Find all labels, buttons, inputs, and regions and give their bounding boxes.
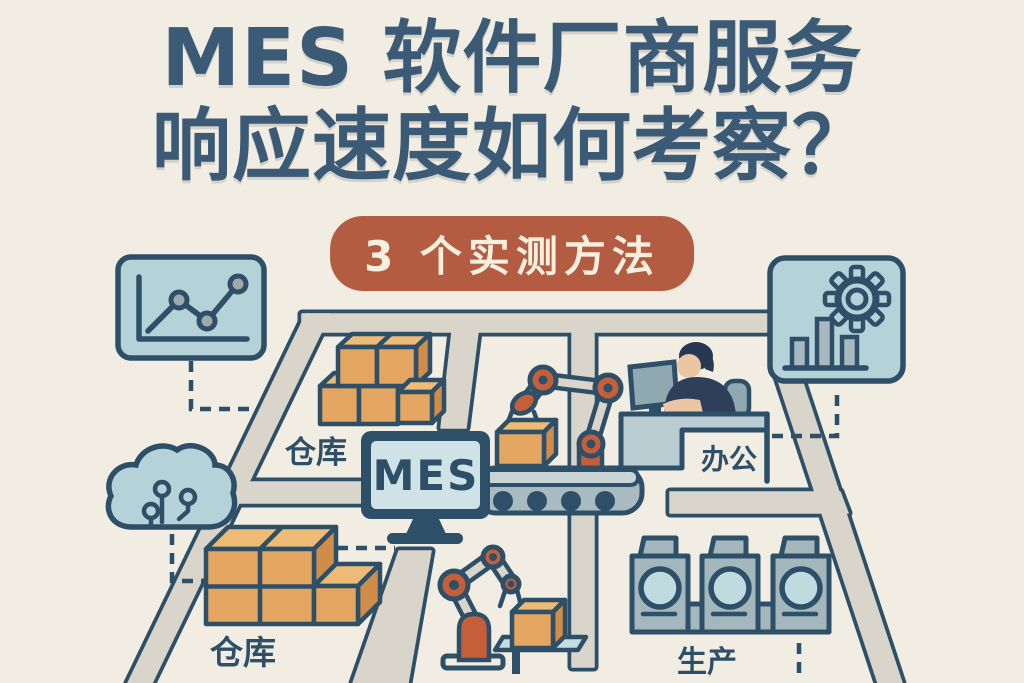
production-machines-icon: [629, 535, 832, 635]
dashed-connectors: [169, 361, 840, 681]
table-with-box-icon: [492, 597, 589, 674]
bar-chart-icon: [782, 316, 869, 371]
mes-monitor-icon: MES: [361, 431, 490, 544]
conveyor-belt-icon: [473, 465, 645, 516]
robot-arm-top-icon: [503, 364, 624, 472]
warehouse-top-boxes-icon: [317, 331, 447, 427]
office-worker-icon: [618, 342, 770, 484]
warehouse-top-label: 仓库: [285, 435, 347, 471]
gear-icon: [822, 264, 892, 334]
box-on-conveyor-icon: [494, 417, 559, 469]
method-count-badge: 3 个实测方法: [330, 216, 694, 291]
office-label: 办公: [701, 443, 757, 476]
title-line-1: MES 软件厂商服务: [161, 12, 863, 104]
mes-monitor-label: MES: [373, 451, 480, 500]
warehouse-bottom-label: 仓库: [210, 633, 276, 672]
cloud-circuit-icon: [105, 442, 238, 530]
chart-card-connector: [188, 361, 256, 412]
cloud-connector: [169, 534, 212, 584]
robot-arm-bottom-icon: [437, 544, 524, 671]
line-chart-card-icon: [115, 254, 267, 361]
production-label: 生产: [677, 645, 737, 680]
title-line-2: 响应速度如何考察？: [152, 100, 872, 193]
warehouse-bottom-boxes-icon: [203, 524, 383, 627]
page-title: MES 软件厂商服务 响应速度如何考察？: [0, 14, 1024, 191]
office-gear-connector: [772, 389, 840, 439]
gear-analytics-card-icon: [767, 255, 906, 384]
